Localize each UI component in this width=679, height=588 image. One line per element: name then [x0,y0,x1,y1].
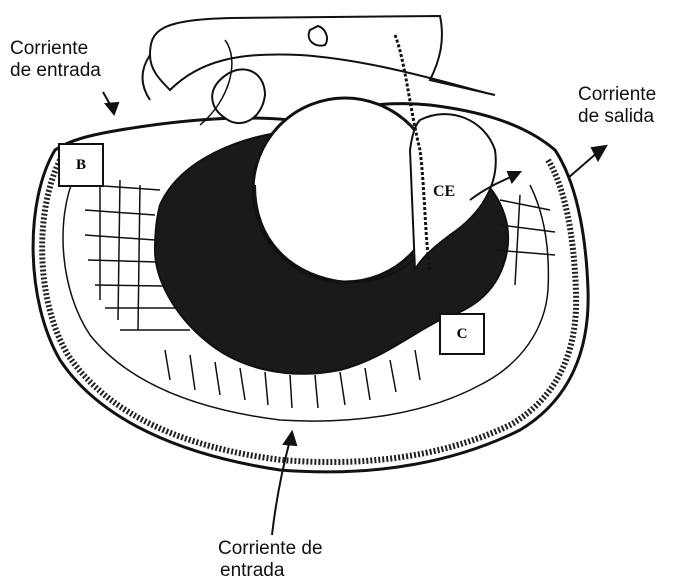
label-ce: CE [433,183,455,201]
label-inflow-bottom: Corriente de entrada [218,538,323,582]
adductor-muscle [253,98,437,282]
label-inflow-left: Corriente de entrada [10,38,101,82]
label-inflow-bottom-line1: Corriente de [218,538,323,560]
label-inflow-bottom-line2: entrada [218,560,323,582]
label-outflow-line1: Corriente [578,84,656,106]
box-label-c: C [439,313,485,355]
label-inflow-left-line2: de entrada [10,60,101,82]
label-outflow: Corriente de salida [578,84,656,128]
arrow-inflow-left [103,92,118,114]
arrow-outflow [568,146,606,178]
label-outflow-line2: de salida [578,106,656,128]
label-inflow-left-line1: Corriente [10,38,101,60]
box-label-b: B [58,143,104,187]
